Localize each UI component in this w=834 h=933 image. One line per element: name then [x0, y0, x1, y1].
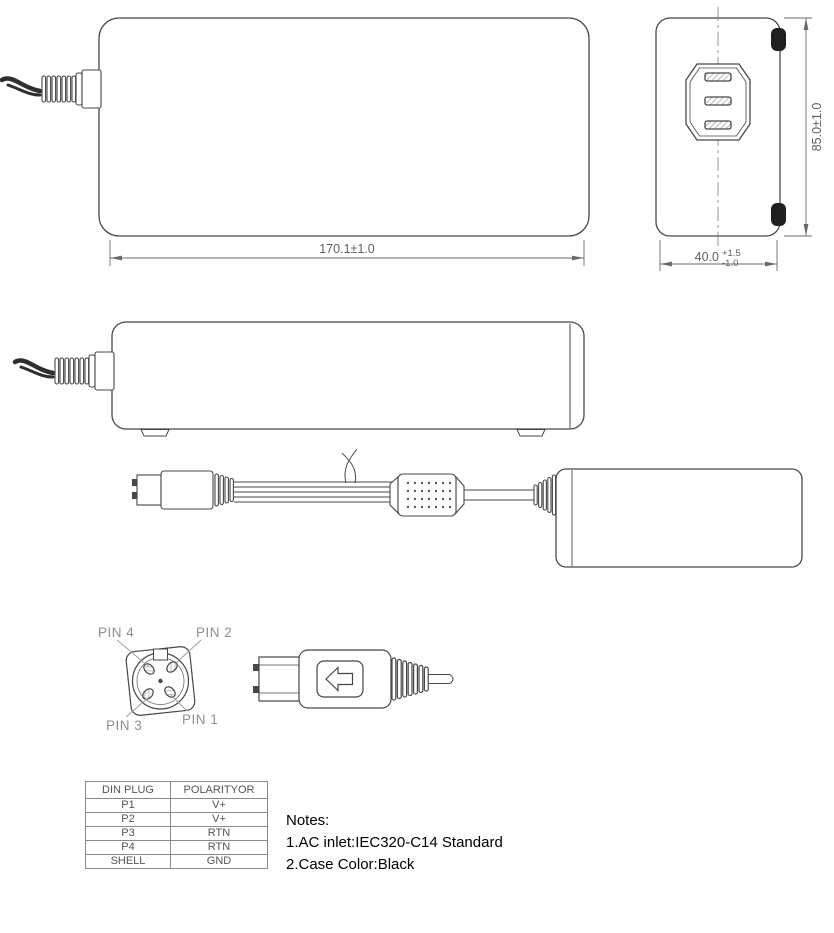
foot — [516, 429, 546, 437]
height-dimension: 85.0±1.0 — [784, 17, 824, 237]
top-view — [2, 17, 590, 237]
table-row: P3 RTN — [85, 826, 268, 841]
height-dimension-label: 85.0±1.0 — [810, 103, 824, 152]
table-row: SHELL GND — [85, 854, 268, 869]
foot — [140, 429, 170, 437]
depth-tolerance-plus: +1.5 — [722, 248, 741, 259]
din-key-notch — [153, 648, 168, 661]
arrow-left-icon — [325, 666, 354, 692]
depth-dimension-label: 40.0 — [695, 250, 719, 264]
din-plug-polarity-table: DIN PLUG POLARITYOR P1 V+ P2 V+ P3 RTN P… — [85, 781, 268, 869]
table-header-din-plug: DIN PLUG — [85, 781, 171, 799]
pin3-label: PIN 3 — [106, 718, 142, 733]
adapter-body-side — [111, 321, 585, 430]
table-cell-pin: SHELL — [85, 854, 171, 869]
din-pin-1 — [164, 686, 176, 698]
inlet-pin — [704, 72, 732, 82]
table-cell-pin: P4 — [85, 840, 171, 855]
end-view — [655, 7, 786, 248]
input-cable-side — [15, 352, 114, 390]
output-cable-bundle — [234, 448, 396, 503]
depth-dimension: 40.0 +1.5 -1.0 — [659, 240, 778, 271]
din-plug-assembly — [132, 470, 234, 510]
table-row: P1 V+ — [85, 798, 268, 813]
leader-pin1 — [170, 694, 188, 712]
pin2-label: PIN 2 — [196, 625, 232, 640]
note-line-2: 2.Case Color:Black — [286, 856, 415, 873]
strain-relief — [533, 474, 557, 516]
input-cable-top — [2, 70, 101, 108]
table-cell-polarity: RTN — [170, 826, 268, 841]
table-cell-pin: P2 — [85, 812, 171, 827]
pin4-label: PIN 4 — [98, 625, 134, 640]
din-pin-3 — [142, 688, 154, 700]
cable-tie — [341, 452, 357, 484]
table-row: P4 RTN — [85, 840, 268, 855]
pin1-label: PIN 1 — [182, 712, 218, 727]
note-line-1: 1.AC inlet:IEC320-C14 Standard — [286, 834, 503, 851]
rubber-foot — [771, 203, 786, 226]
notes-block: Notes: 1.AC inlet:IEC320-C14 Standard 2.… — [286, 810, 503, 876]
inlet-pin — [704, 96, 732, 106]
din-pin-4 — [143, 663, 155, 675]
length-dimension-label: 170.1±1.0 — [319, 242, 375, 256]
depth-tolerance-minus: -1.0 — [722, 258, 738, 269]
table-row: P2 V+ — [85, 812, 268, 827]
ferrite-block — [389, 473, 465, 517]
table-cell-polarity: GND — [170, 854, 268, 869]
table-cell-polarity: RTN — [170, 840, 268, 855]
assembly-view — [132, 448, 803, 568]
table-header-row: DIN PLUG POLARITYOR — [85, 781, 268, 799]
leader-pin3 — [125, 696, 150, 718]
table-cell-pin: P3 — [85, 826, 171, 841]
din-plug-side-view — [253, 649, 454, 709]
adapter-body-assembly — [555, 468, 803, 568]
inlet-pin — [704, 120, 732, 130]
side-view — [15, 321, 585, 437]
table-cell-polarity: V+ — [170, 812, 268, 827]
adapter-body-top — [98, 17, 590, 237]
table-cell-polarity: V+ — [170, 798, 268, 813]
din-metal-barrel — [258, 656, 302, 702]
rubber-foot — [771, 28, 786, 51]
leader-pin4 — [116, 639, 149, 667]
table-header-polarity: POLARITYOR — [170, 781, 268, 799]
ac-inlet-c14 — [685, 63, 751, 141]
cable-tie — [344, 448, 358, 484]
output-cable — [464, 489, 534, 501]
leader-pin2 — [174, 639, 202, 665]
length-dimension: 170.1±1.0 — [109, 240, 585, 266]
din-pinout-view: PIN 4 PIN 2 PIN 3 PIN 1 — [98, 625, 232, 733]
notes-title: Notes: — [286, 812, 330, 829]
table-cell-pin: P1 — [85, 798, 171, 813]
